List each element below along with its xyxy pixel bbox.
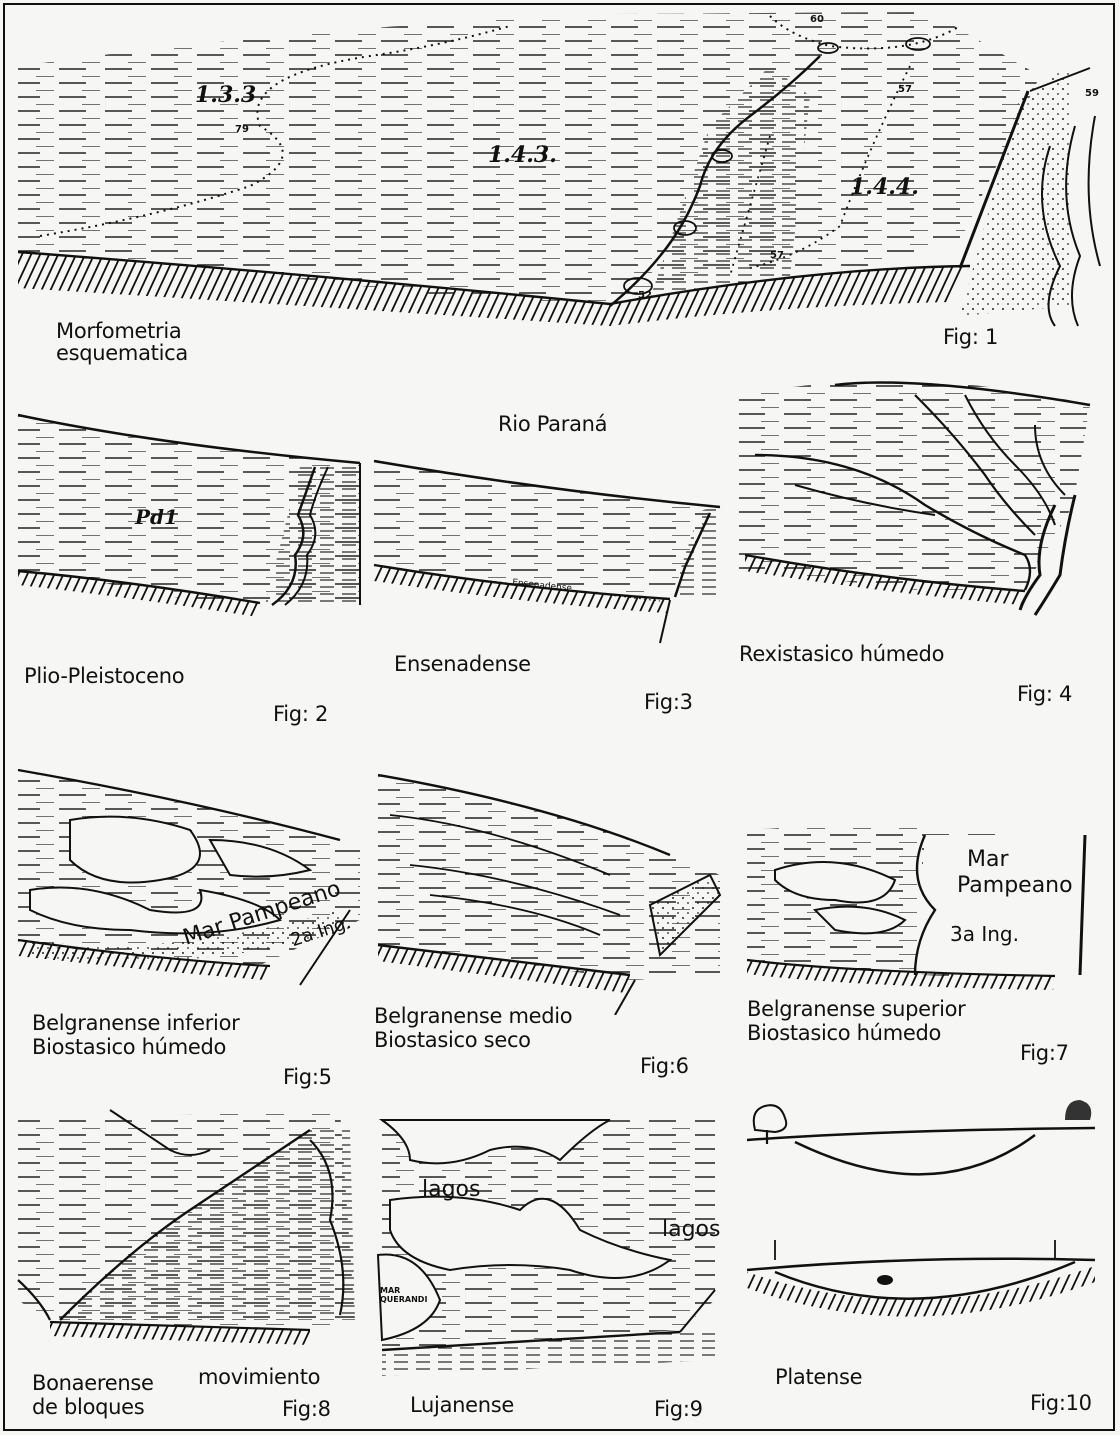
- fig1-caption-line1: Morfometria: [56, 320, 182, 342]
- fig1-caption-line2: esquematica: [56, 342, 188, 364]
- fig1-block-diagram: [10, 6, 1110, 368]
- fig7-block-diagram: [735, 800, 1110, 1010]
- fig9-label: Fig:9: [654, 1398, 703, 1420]
- fig7-sea-line1: Mar: [967, 848, 1009, 872]
- fig5-caption-line2: Biostasico húmedo: [32, 1036, 226, 1058]
- fig2-caption: Plio-Pleistoceno: [24, 665, 184, 687]
- fig2-panel: Pd1 Plio-Pleistoceno Fig: 2: [10, 395, 370, 740]
- fig1-panel: 1.3.3 1.4.3. 1.4.4. 60 57 79 57 52 59 Mo…: [10, 6, 1110, 368]
- fig3-panel: Rio Paraná Ensenadense Ensenadense Fig:3: [370, 395, 735, 740]
- fig1-contour-52: 52: [638, 290, 652, 301]
- fig9-lake1: lagos: [422, 1178, 480, 1202]
- fig6-caption-line1: Belgranense medio: [374, 1005, 572, 1027]
- fig8-block-diagram: [10, 1100, 370, 1370]
- fig9-sea-label: MAR QUERANDI: [380, 1286, 440, 1304]
- fig5-caption-line1: Belgranense inferior: [32, 1012, 239, 1034]
- fig1-label: Fig: 1: [943, 326, 998, 348]
- fig1-contour-60: 60: [810, 14, 824, 25]
- fig7-label: Fig:7: [1020, 1042, 1069, 1064]
- fig6-panel: Belgranense medio Biostasico seco Fig:6: [370, 755, 735, 1100]
- fig1-contour-59: 59: [1085, 88, 1099, 99]
- fig8-caption-line2: de bloques: [32, 1396, 144, 1418]
- fig10-panel: Platense Fig:10: [735, 1100, 1110, 1430]
- fig7-caption-line2: Biostasico húmedo: [747, 1022, 941, 1044]
- fig6-caption-line2: Biostasico seco: [374, 1029, 531, 1051]
- fig4-label: Fig: 4: [1017, 683, 1072, 705]
- fig3-title: Rio Paraná: [498, 413, 607, 435]
- fig8-caption-move: movimiento: [198, 1366, 320, 1388]
- fig7-caption-line1: Belgranense superior: [747, 998, 966, 1020]
- fig8-label: Fig:8: [282, 1398, 331, 1420]
- fig8-panel: Bonaerense movimiento de bloques Fig:8: [10, 1100, 370, 1430]
- fig5-block-diagram: [10, 760, 370, 1000]
- fig9-panel: lagos lagos MAR QUERANDI Lujanense Fig:9: [370, 1100, 735, 1430]
- fig1-contour-57b: 57: [770, 250, 784, 261]
- fig1-contour-57a: 57: [898, 84, 912, 95]
- fig10-label: Fig:10: [1030, 1392, 1092, 1414]
- fig5-label: Fig:5: [283, 1066, 332, 1088]
- fig6-label: Fig:6: [640, 1055, 689, 1077]
- fig9-lake2: lagos: [662, 1218, 720, 1242]
- fig7-panel: Mar Pampeano 3a Ing. Belgranense superio…: [735, 800, 1110, 1100]
- fig2-block-diagram: [10, 395, 370, 645]
- fig1-contour-79: 79: [235, 124, 249, 135]
- fig4-caption: Rexistasico húmedo: [739, 643, 944, 665]
- fig3-caption: Ensenadense: [394, 653, 531, 675]
- fig10-caption: Platense: [775, 1366, 862, 1388]
- fig3-label: Fig:3: [644, 691, 693, 713]
- fig4-block-diagram: [735, 365, 1110, 625]
- fig10-sections: [735, 1100, 1110, 1340]
- fig9-caption: Lujanense: [410, 1394, 514, 1416]
- fig1-zone-143: 1.4.3.: [488, 142, 557, 168]
- fig6-block-diagram: [370, 755, 735, 1015]
- fig2-unit-label: Pd1: [135, 505, 178, 529]
- fig1-zone-144: 1.4.4.: [850, 174, 919, 200]
- fig7-sea-line2: Pampeano: [957, 874, 1073, 898]
- fig4-panel: Rexistasico húmedo Fig: 4: [735, 365, 1110, 740]
- fig2-label: Fig: 2: [273, 703, 328, 725]
- fig8-caption-line1: Bonaerense: [32, 1372, 154, 1394]
- fig5-panel: Mar Pampeano 2a Ing. Belgranense inferio…: [10, 760, 370, 1100]
- fig7-ing-label: 3a Ing.: [950, 922, 1019, 946]
- fig1-zone-133: 1.3.3: [195, 82, 256, 108]
